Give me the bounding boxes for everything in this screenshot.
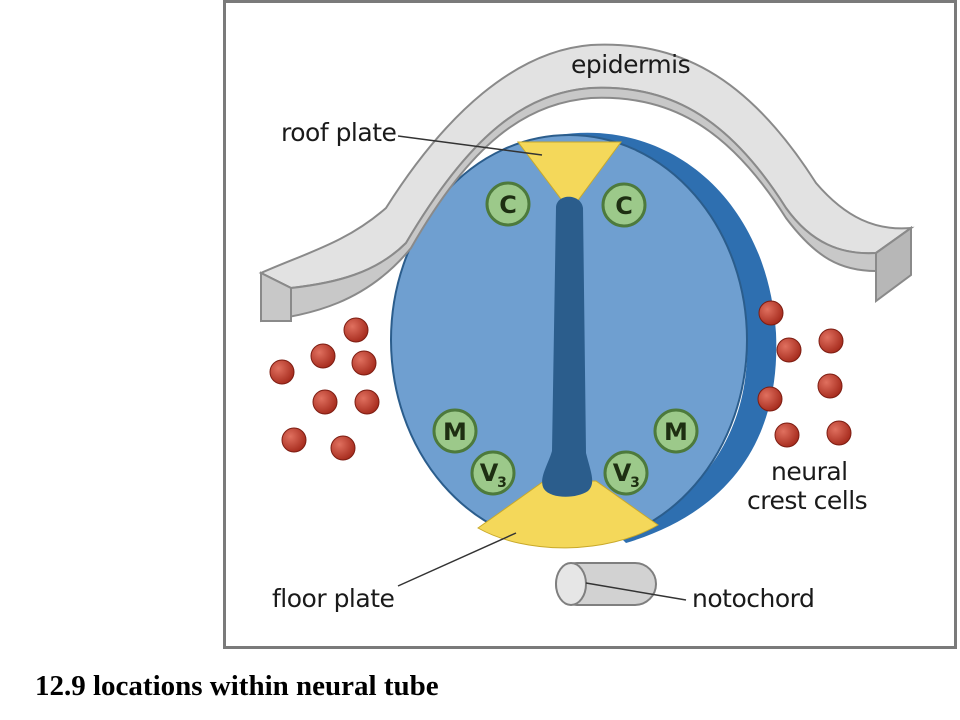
marker-label: V	[480, 459, 499, 487]
neural-crest-cell	[343, 317, 369, 343]
marker-label: M	[664, 418, 688, 446]
marker-subscript: 3	[630, 475, 640, 491]
marker-c-left: C	[485, 181, 531, 227]
notochord-label: notochord	[692, 584, 814, 613]
neural-crest-cell	[330, 435, 356, 461]
figure-caption: 12.9 locations within neural tube	[35, 670, 439, 702]
marker-c-right: C	[601, 182, 647, 228]
neural-crest-cell	[351, 350, 377, 376]
marker-m-right: M	[653, 408, 699, 454]
neural-crest-cell	[757, 386, 783, 412]
neural-crest-cell	[312, 389, 338, 415]
neural-crest-label-line2: crest cells	[747, 486, 867, 515]
epidermis	[258, 43, 915, 323]
figure-frame: C C M M V 3 V 3 epidermis roof pl	[223, 0, 957, 649]
roof-plate-leader	[397, 135, 543, 156]
roof-plate-label: roof plate	[281, 118, 397, 147]
marker-label: V	[613, 459, 632, 487]
neural-crest-cell	[776, 337, 802, 363]
neural-crest-cell	[826, 420, 852, 446]
neural-crest-cell	[269, 359, 295, 385]
neural-tube-diagram: C C M M V 3 V 3 epidermis roof pl	[258, 43, 915, 613]
marker-v3-left: V 3	[470, 450, 516, 496]
floor-plate-label: floor plate	[272, 584, 395, 613]
marker-label: C	[615, 192, 633, 220]
neural-crest-cell	[817, 373, 843, 399]
floor-plate-leader	[397, 532, 517, 587]
neural-crest-cells-left	[269, 317, 380, 461]
epidermis-label: epidermis	[571, 50, 690, 79]
neural-crest-cell	[281, 427, 307, 453]
central-canal	[542, 196, 593, 497]
neural-crest-cell	[818, 328, 844, 354]
neural-crest-cells-right	[757, 300, 852, 448]
marker-subscript: 3	[497, 475, 507, 491]
marker-v3-right: V 3	[603, 450, 649, 496]
marker-m-left: M	[432, 408, 478, 454]
neural-crest-cell	[758, 300, 784, 326]
neural-crest-cell	[774, 422, 800, 448]
notochord-leader	[585, 582, 687, 601]
neural-crest-label-line1: neural	[771, 457, 848, 486]
neural-crest-cell	[310, 343, 336, 369]
marker-label: C	[499, 191, 517, 219]
marker-label: M	[443, 418, 467, 446]
notochord	[555, 562, 657, 606]
neural-crest-cell	[354, 389, 380, 415]
